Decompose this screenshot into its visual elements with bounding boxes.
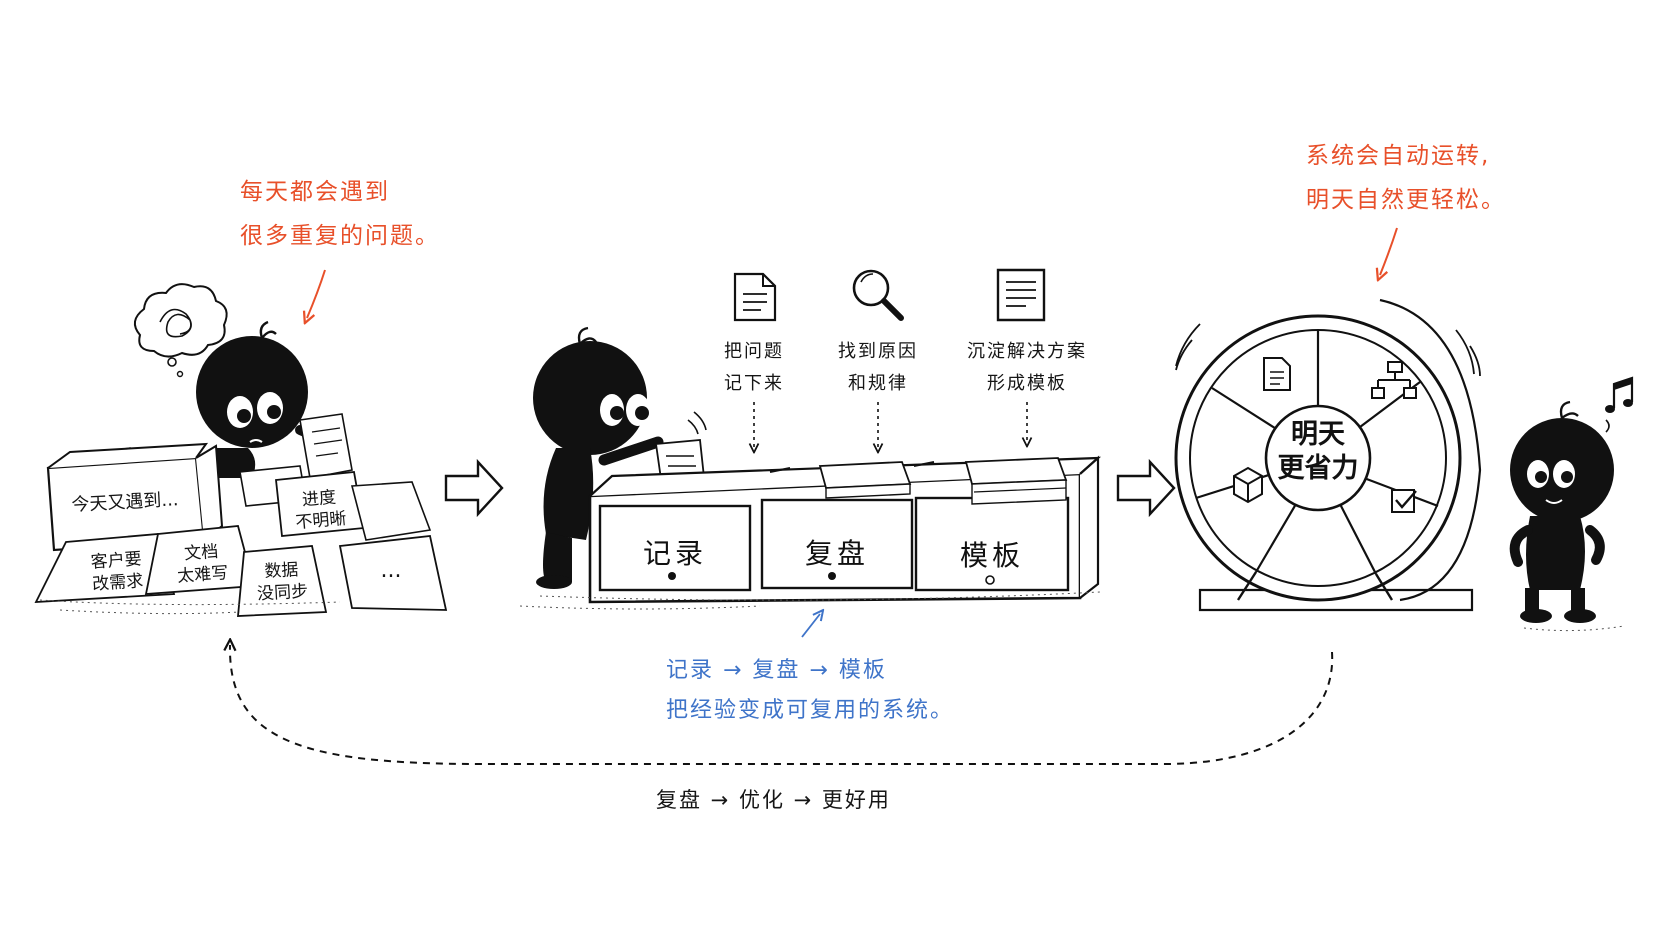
step-1-line-1: 把问题 xyxy=(724,341,784,362)
happy-character xyxy=(1509,400,1625,632)
step-1-caption: 把问题 记下来 xyxy=(704,336,804,400)
magnifier-icon xyxy=(852,269,904,321)
drawer-3 xyxy=(914,496,1070,592)
middle-note-line-1: 记录 → 复盘 → 模板 xyxy=(666,658,887,683)
left-note-arrow xyxy=(307,269,326,318)
wheel-center-line-2: 更省力 xyxy=(1277,453,1359,484)
drawer-2-label: 复盘 xyxy=(804,537,869,570)
step-3-line-1: 沉淀解决方案 xyxy=(967,341,1087,362)
right-note-line-2: 明天自然更轻松。 xyxy=(1306,187,1506,213)
paper-5 xyxy=(338,535,448,611)
thought-cloud xyxy=(133,283,228,358)
scribble-icon xyxy=(159,308,192,338)
paper-3-label: 文档 太难写 xyxy=(161,539,244,588)
cube-icon xyxy=(1233,466,1263,504)
flow-arrow-2 xyxy=(1116,458,1176,518)
paper-2-label: 客户要 改需求 xyxy=(71,547,164,597)
flow-arrow-1 xyxy=(444,458,504,518)
wheel-scene xyxy=(1174,298,1482,612)
document-icon xyxy=(733,272,777,322)
checkbox-icon xyxy=(1391,489,1417,513)
middle-note-line-2: 把经验变成可复用的系统。 xyxy=(666,698,955,723)
wheel-hub xyxy=(1264,404,1372,512)
paper-5-line-1: ... xyxy=(380,558,402,583)
drawer-3-label: 模板 xyxy=(959,539,1024,572)
paper-5-label: ... xyxy=(356,560,426,582)
step-2-line-1: 找到原因 xyxy=(838,341,918,362)
left-note-line-1: 每天都会遇到 xyxy=(240,179,390,205)
paper-4 xyxy=(237,545,328,617)
music-note-icon xyxy=(1605,376,1634,433)
paper-4-line-2: 没同步 xyxy=(256,581,309,605)
right-note-arrow xyxy=(1380,227,1398,275)
paper-1-label: 进度 不明晰 xyxy=(280,485,360,535)
feedback-loop-arrow xyxy=(230,645,1334,765)
drawer-1-label: 记录 xyxy=(642,537,707,570)
held-paper xyxy=(299,413,353,479)
left-note-line-2: 很多重复的问题。 xyxy=(240,223,440,249)
org-chart-icon xyxy=(1371,361,1417,399)
wheel-document-icon xyxy=(1263,357,1291,391)
template-doc-icon xyxy=(996,268,1046,322)
step-2-caption: 找到原因 和规律 xyxy=(818,336,938,400)
system-scene xyxy=(519,268,1102,610)
step-2-line-2: 和规律 xyxy=(848,373,908,394)
loop-label: 复盘 → 优化 → 更好用 xyxy=(656,788,891,812)
middle-note-arrow xyxy=(801,614,820,638)
paper-4-label: 数据 没同步 xyxy=(245,558,319,606)
step-3-caption: 沉淀解决方案 形成模板 xyxy=(952,336,1102,400)
right-note-line-1: 系统会自动运转, xyxy=(1306,143,1491,169)
drawer-2 xyxy=(760,498,914,590)
wheel-center-label: 明天 更省力 xyxy=(1268,418,1368,486)
step-1-line-2: 记下来 xyxy=(724,373,784,394)
wheel-center-line-1: 明天 xyxy=(1291,419,1345,450)
working-character xyxy=(533,326,707,589)
problem-scene xyxy=(34,283,448,617)
step-3-line-2: 形成模板 xyxy=(987,373,1067,394)
paper-2 xyxy=(34,533,176,603)
